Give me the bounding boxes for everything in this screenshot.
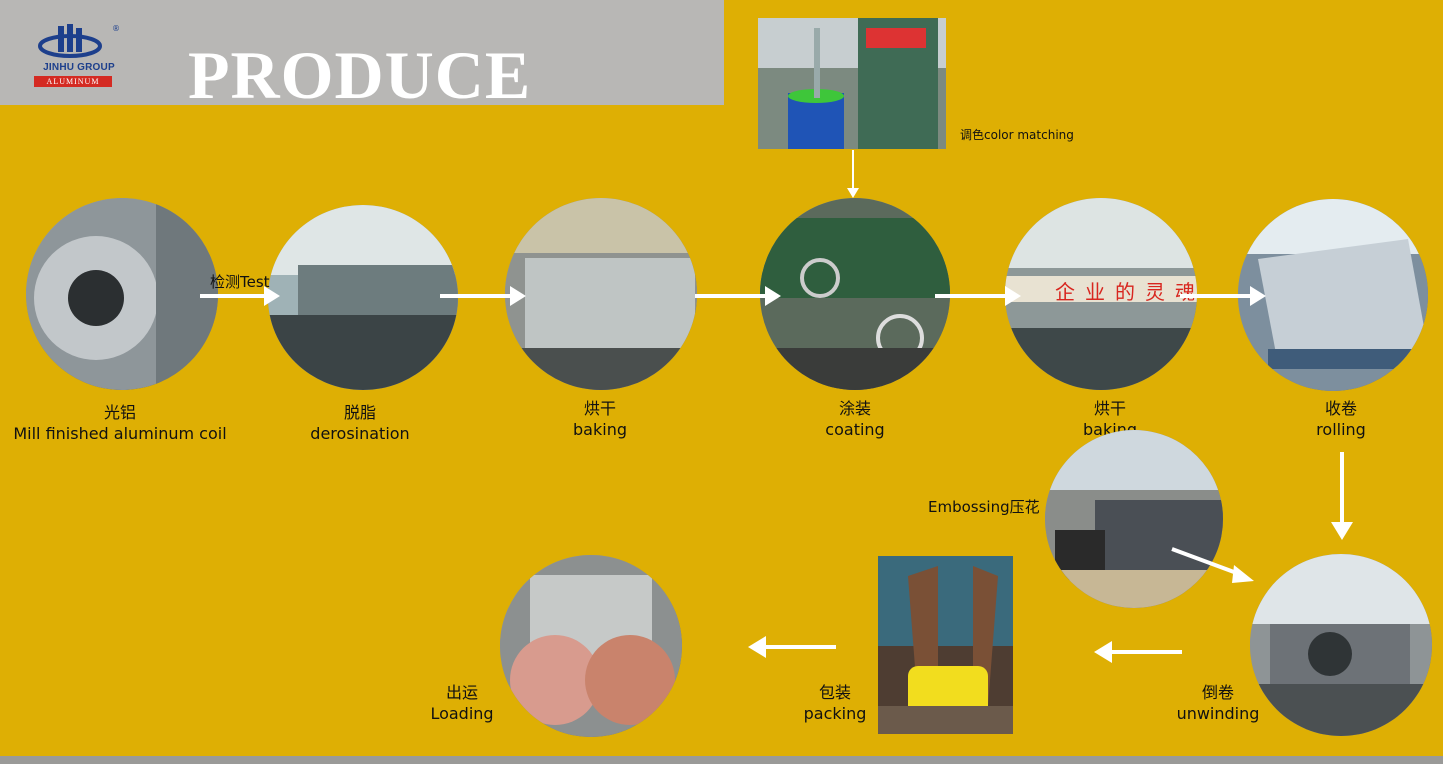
note-color-matching: 调色color matching	[960, 126, 1074, 143]
step-label-zh: 倒卷	[1158, 682, 1278, 703]
step-label-zh: 烘干	[1050, 398, 1170, 419]
step-label-zh: 光铝	[10, 402, 230, 423]
arrow-down-icon	[1329, 452, 1355, 542]
arrow-right-icon	[935, 286, 1021, 306]
step-label-en: coating	[795, 419, 915, 440]
step-caption: 涂装 coating	[795, 398, 915, 440]
step-label-zh: 出运	[402, 682, 522, 703]
photo-derosination	[268, 205, 458, 390]
company-logo: ® JINHU GROUP ALUMINUM	[28, 22, 128, 92]
photo-rolling	[1238, 199, 1428, 391]
header-band: ® JINHU GROUP ALUMINUM PRODUCE	[0, 0, 724, 105]
photo-loading	[500, 555, 682, 737]
arrow-right-icon	[1180, 286, 1266, 306]
step-caption: 脱脂 derosination	[290, 402, 430, 444]
arrow-right-icon	[440, 286, 526, 306]
photo-coating	[760, 198, 950, 390]
step-caption: 包装 packing	[775, 682, 895, 724]
note-embossing: Embossing压花	[928, 496, 1040, 517]
note-test: 检测Test	[210, 271, 270, 292]
step-label-en: packing	[775, 703, 895, 724]
step-caption: 烘干 baking	[540, 398, 660, 440]
step-label-en: rolling	[1281, 419, 1401, 440]
step-caption: 光铝 Mill finished aluminum coil	[10, 402, 230, 444]
step-caption: 出运 Loading	[402, 682, 522, 724]
step-label-zh: 脱脂	[290, 402, 430, 423]
photo-aluminum-coil	[26, 198, 218, 390]
logo-mark-icon	[38, 22, 102, 60]
step-caption: 收卷 rolling	[1281, 398, 1401, 440]
registered-mark: ®	[112, 24, 120, 33]
step-caption: 倒卷 unwinding	[1158, 682, 1278, 724]
logo-subtitle: ALUMINUM	[34, 76, 112, 87]
step-label-en: Loading	[402, 703, 522, 724]
arrow-down-icon	[845, 150, 861, 200]
step-label-zh: 包装	[775, 682, 895, 703]
banner-text: 企业的灵魂	[1055, 276, 1197, 305]
step-label-en: Mill finished aluminum coil	[10, 423, 230, 444]
step-label-zh: 烘干	[540, 398, 660, 419]
step-label-zh: 收卷	[1281, 398, 1401, 419]
arrow-diagonal-icon	[1170, 545, 1256, 585]
step-label-en: unwinding	[1158, 703, 1278, 724]
photo-baking-2: 企业的灵魂	[1005, 198, 1197, 390]
logo-name: JINHU GROUP	[34, 62, 124, 73]
step-label-zh: 涂装	[795, 398, 915, 419]
photo-baking-1	[505, 198, 697, 390]
photo-color-matching	[758, 18, 946, 149]
arrow-left-icon	[748, 636, 836, 658]
arrow-right-icon	[695, 286, 781, 306]
arrow-left-icon	[1094, 641, 1182, 663]
bottom-strip	[0, 756, 1443, 764]
step-label-en: derosination	[290, 423, 430, 444]
photo-packing	[878, 556, 1013, 734]
step-label-en: baking	[540, 419, 660, 440]
page-title: PRODUCE	[188, 40, 531, 110]
